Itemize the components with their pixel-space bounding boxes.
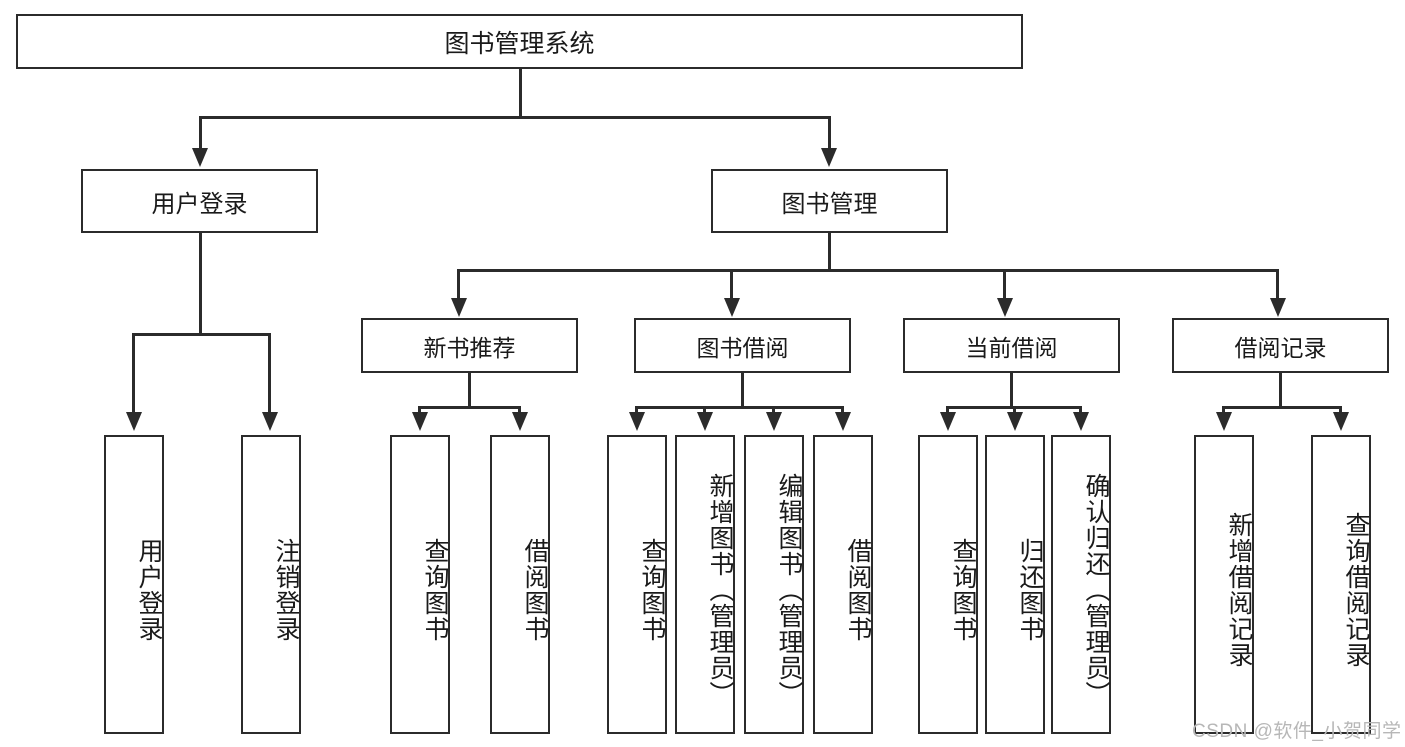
edge-book-borrow-bar [635,406,844,409]
node-label: 注销登录 [272,537,300,642]
leaf-book-borrow-add-book-admin[interactable]: 新增图书（管理员） [675,435,735,734]
node-label: 新书推荐 [423,334,516,361]
edge-book-borrow-stem [741,373,744,409]
node-label: 借阅图书 [844,537,872,642]
arrow-root-to-user-login-icon [192,148,208,167]
edge-user-login-bar [132,333,271,336]
node-label: 新增图书（管理员） [706,472,734,707]
edge-user-login-drop-1 [132,333,135,416]
node-label: 图书管理系统 [444,29,595,58]
node-label: 图书借阅 [696,334,789,361]
node-label: 查询图书 [949,537,977,642]
node-label: 借阅记录 [1234,334,1327,361]
edge-user-login-stem [199,233,202,336]
arrow-user-login-leaf-2-icon [262,412,278,431]
node-borrow-record[interactable]: 借阅记录 [1172,318,1389,373]
edge-book-management-stem [828,233,831,272]
node-label: 用户登录 [151,190,248,218]
node-label: 编辑图书（管理员） [775,472,803,707]
edge-borrow-record-stem [1279,373,1282,409]
arrow-book-borrow-leaf-4-icon [835,412,851,431]
arrow-book-borrow-leaf-1-icon [629,412,645,431]
leaf-borrow-record-query-record[interactable]: 查询借阅记录 [1311,435,1371,734]
node-label: 新增借阅记录 [1225,511,1253,668]
watermark-text: CSDN @软件_小贺同学 [1192,721,1402,742]
leaf-book-borrow-borrow-book[interactable]: 借阅图书 [813,435,873,734]
node-user-login[interactable]: 用户登录 [81,169,318,233]
edge-bm-drop-1 [457,269,460,302]
leaf-current-borrow-confirm-return-admin[interactable]: 确认归还（管理员） [1051,435,1111,734]
arrow-book-borrow-leaf-3-icon [766,412,782,431]
node-label: 用户登录 [135,537,163,642]
node-label: 查询图书 [421,537,449,642]
leaf-user-login-login[interactable]: 用户登录 [104,435,164,734]
edge-new-book-stem [468,373,471,409]
arrow-current-borrow-leaf-3-icon [1073,412,1089,431]
node-label: 查询借阅记录 [1342,511,1370,668]
edge-user-login-drop-2 [268,333,271,416]
leaf-book-borrow-query-book[interactable]: 查询图书 [607,435,667,734]
leaf-book-borrow-edit-book-admin[interactable]: 编辑图书（管理员） [744,435,804,734]
edge-root-to-book-management [828,116,831,152]
arrow-borrow-record-leaf-1-icon [1216,412,1232,431]
node-book-borrow[interactable]: 图书借阅 [634,318,851,373]
node-current-borrow[interactable]: 当前借阅 [903,318,1120,373]
leaf-borrow-record-add-record[interactable]: 新增借阅记录 [1194,435,1254,734]
node-new-book-recommend[interactable]: 新书推荐 [361,318,578,373]
arrow-current-borrow-leaf-1-icon [940,412,956,431]
leaf-current-borrow-return-book[interactable]: 归还图书 [985,435,1045,734]
edge-bm-drop-2 [730,269,733,302]
arrow-new-book-leaf-1-icon [412,412,428,431]
node-label: 图书管理 [781,190,878,218]
leaf-current-borrow-query-book[interactable]: 查询图书 [918,435,978,734]
arrow-borrow-record-leaf-2-icon [1333,412,1349,431]
edge-new-book-bar [418,406,521,409]
edge-current-borrow-stem [1010,373,1013,409]
arrow-new-book-leaf-2-icon [512,412,528,431]
arrow-bm-to-book-borrow-icon [724,298,740,317]
arrow-book-borrow-leaf-2-icon [697,412,713,431]
edge-root-to-user-login [199,116,202,152]
leaf-new-book-query-book[interactable]: 查询图书 [390,435,450,734]
leaf-user-login-logout[interactable]: 注销登录 [241,435,301,734]
arrow-bm-to-new-book-icon [451,298,467,317]
edge-book-management-bar [457,269,1279,272]
node-label: 确认归还（管理员） [1082,472,1110,707]
edge-borrow-record-bar [1222,406,1342,409]
leaf-new-book-borrow-book[interactable]: 借阅图书 [490,435,550,734]
node-label: 归还图书 [1016,537,1044,642]
arrow-root-to-book-management-icon [821,148,837,167]
arrow-user-login-leaf-1-icon [126,412,142,431]
arrow-bm-to-borrow-record-icon [1270,298,1286,317]
node-book-management[interactable]: 图书管理 [711,169,948,233]
arrow-bm-to-current-borrow-icon [997,298,1013,317]
node-label: 查询图书 [638,537,666,642]
edge-bm-drop-4 [1276,269,1279,302]
node-label: 当前借阅 [965,334,1058,361]
edge-root-bar [199,116,831,119]
edge-root-stem [519,69,522,118]
node-label: 借阅图书 [521,537,549,642]
node-root-book-management-system[interactable]: 图书管理系统 [16,14,1023,69]
arrow-current-borrow-leaf-2-icon [1007,412,1023,431]
edge-bm-drop-3 [1003,269,1006,302]
